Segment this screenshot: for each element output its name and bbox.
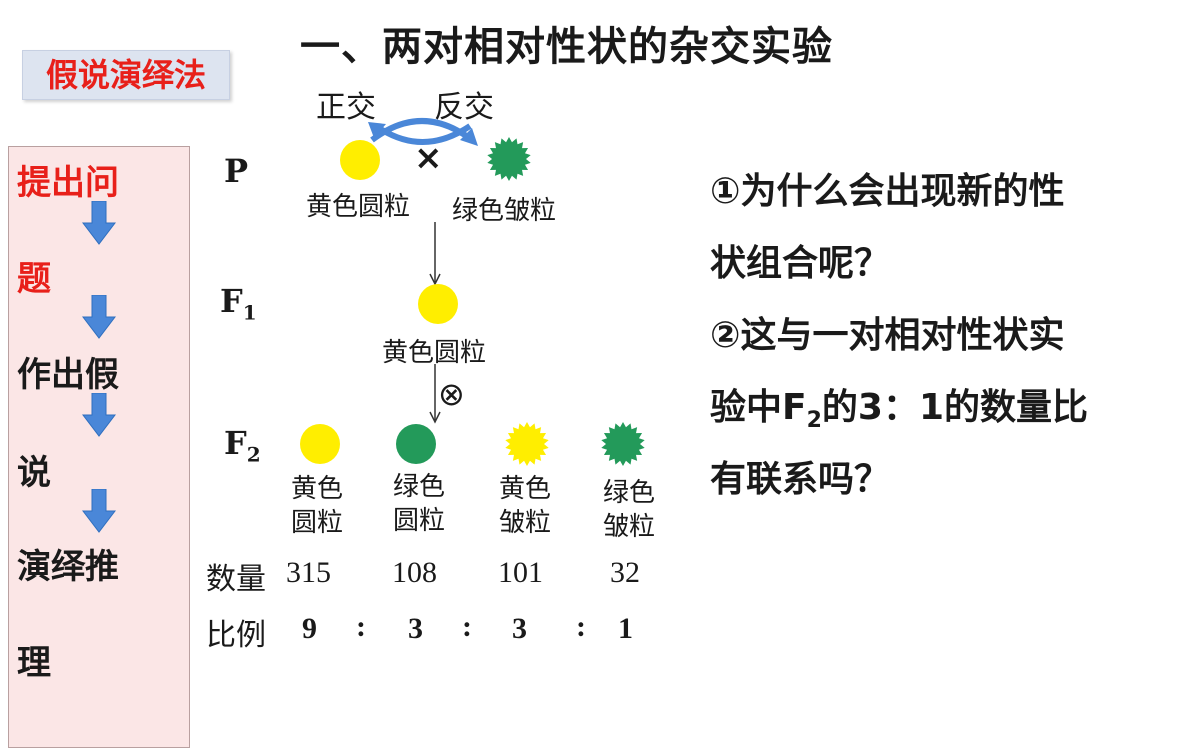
count-value: 101 xyxy=(498,556,543,589)
f2-phenotype-label: 黄色皱粒 xyxy=(498,474,551,538)
question-2-line-3: 有联系吗？ xyxy=(710,459,891,500)
steps-panel: 提出问 题 作出假 说 演绎推 理 xyxy=(8,146,190,748)
count-value: 315 xyxy=(286,556,331,589)
f2-phenotype-label: 绿色圆粒 xyxy=(392,472,445,536)
question-1-line-1: ①为什么会出现新的性 xyxy=(710,171,1065,212)
green-wrinkled-pea-icon xyxy=(601,422,645,466)
cross-symbol: × xyxy=(414,138,443,178)
down-arrow-icon xyxy=(82,201,116,245)
step-raise-question-1: 提出问 xyxy=(17,163,119,203)
step-deduction-2: 理 xyxy=(17,643,51,683)
question-1-line-2: 状组合呢？ xyxy=(710,243,891,284)
generation-p-label: P xyxy=(224,152,249,190)
yellow-wrinkled-pea-icon xyxy=(505,422,549,466)
count-value: 32 xyxy=(610,556,640,589)
ratio-value: 1 xyxy=(618,612,633,645)
count-row-label: 数量 xyxy=(206,562,266,597)
f2-phenotype-label: 黄色圆粒 xyxy=(290,474,343,538)
yellow-round-pea-icon xyxy=(418,284,458,324)
step-raise-question-2: 题 xyxy=(17,259,51,299)
reverse-cross-label: 反交 xyxy=(434,90,494,125)
ratio-value: 9 xyxy=(302,612,317,645)
generation-f1-label: F1 xyxy=(220,282,257,325)
ratio-row-label: 比例 xyxy=(206,618,266,653)
down-arrow-icon xyxy=(429,364,441,424)
green-wrinkled-pea-icon xyxy=(487,137,531,181)
down-arrow-icon xyxy=(82,393,116,437)
yellow-round-pea-icon xyxy=(340,140,380,180)
ratio-value: 3 xyxy=(408,612,423,645)
count-value: 108 xyxy=(392,556,437,589)
down-arrow-icon xyxy=(429,222,441,286)
parent-right-label: 绿色皱粒 xyxy=(452,196,557,226)
down-arrow-icon xyxy=(82,489,116,533)
question-2-line-1: ②这与一对相对性状实 xyxy=(710,315,1065,356)
generation-f2-label: F2 xyxy=(224,424,261,467)
forward-cross-label: 正交 xyxy=(316,90,376,125)
ratio-separator: : xyxy=(576,610,586,643)
down-arrow-icon xyxy=(82,295,116,339)
ratio-separator: : xyxy=(356,610,366,643)
f2-phenotype-label: 绿色皱粒 xyxy=(602,478,655,542)
page-title: 一、两对相对性状的杂交实验 xyxy=(300,24,833,70)
question-2-line-2: 验中F2的3：1的数量比 xyxy=(710,387,1089,434)
step-hypothesis-1: 作出假 xyxy=(17,355,119,395)
yellow-round-pea-icon xyxy=(300,424,340,464)
ratio-separator: : xyxy=(462,610,472,643)
step-deduction-1: 演绎推 xyxy=(17,547,119,587)
step-hypothesis-2: 说 xyxy=(17,453,51,493)
self-cross-symbol: ⊗ xyxy=(438,375,465,413)
f1-phenotype-label: 黄色圆粒 xyxy=(382,338,487,368)
parent-left-label: 黄色圆粒 xyxy=(306,192,411,222)
ratio-value: 3 xyxy=(512,612,527,645)
green-round-pea-icon xyxy=(396,424,436,464)
reciprocal-cross-arrows-icon xyxy=(368,118,478,146)
method-label: 假说演绎法 xyxy=(22,50,230,100)
